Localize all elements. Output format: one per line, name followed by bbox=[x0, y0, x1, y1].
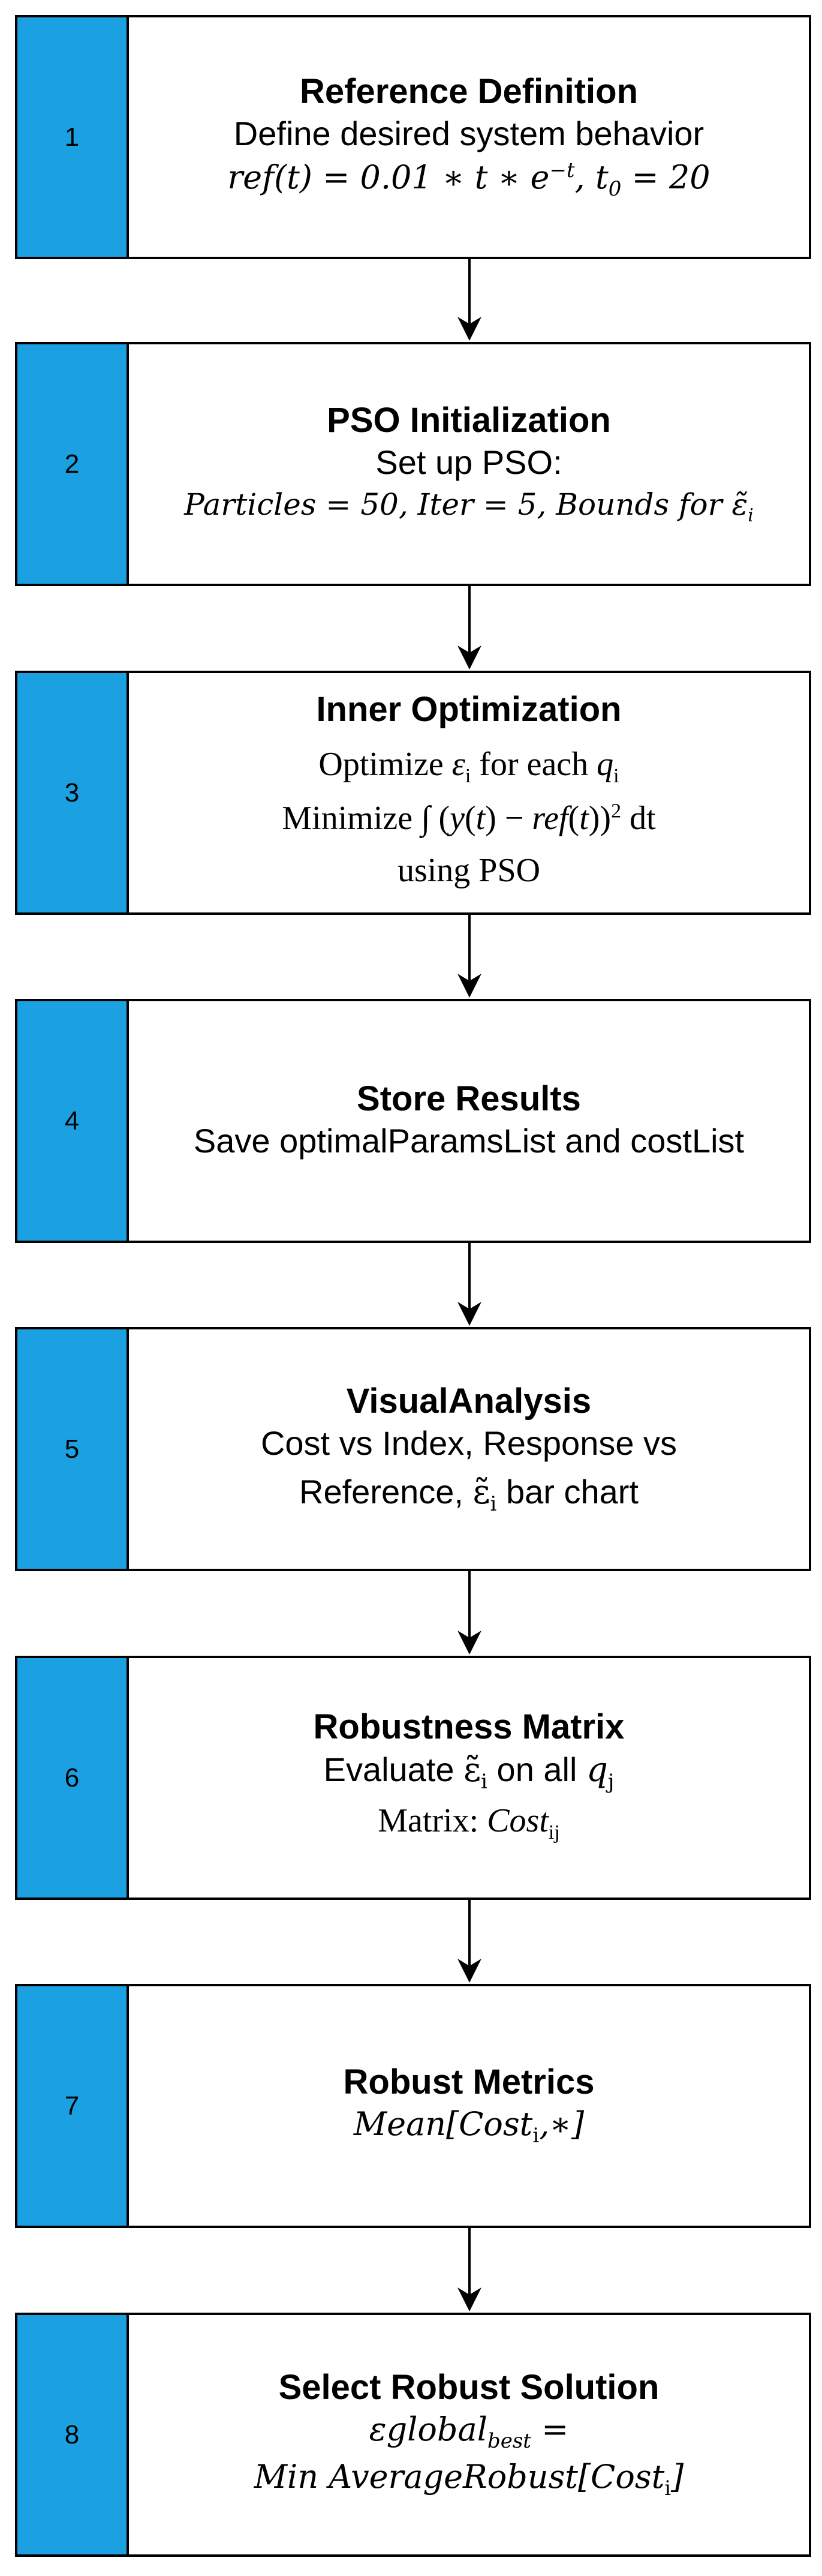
step-title-7: Robust Metrics bbox=[343, 2062, 595, 2101]
step-content-3: Inner Optimization Optimize εi for each … bbox=[129, 673, 809, 912]
step-line-3-2: Minimize ∫ (y(t) − ref(t))2 dt bbox=[282, 799, 656, 837]
step-title-3: Inner Optimization bbox=[316, 689, 622, 729]
step-title-6: Robustness Matrix bbox=[313, 1707, 625, 1747]
step-line-1-1: Define desired system behavior bbox=[233, 114, 704, 152]
step-title-4: Store Results bbox=[357, 1079, 581, 1118]
step-number-6: 6 bbox=[17, 1658, 129, 1898]
step-box-3: 3 Inner Optimization Optimize εi for eac… bbox=[15, 671, 811, 915]
step-box-1: 1 Reference Definition Define desired sy… bbox=[15, 15, 811, 259]
step-line-8-1: εglobalbest = bbox=[369, 2410, 569, 2453]
step-title-8: Select Robust Solution bbox=[278, 2367, 660, 2407]
step-content-1: Reference Definition Define desired syst… bbox=[129, 17, 809, 257]
step-box-8: 8 Select Robust Solution εglobalbest = M… bbox=[15, 2313, 811, 2557]
step-content-5: VisualAnalysis Cost vs Index, Response v… bbox=[129, 1329, 809, 1569]
step-line-5-2: Reference, ε̃i bar chart bbox=[299, 1472, 639, 1517]
step-line-1-2: ref(t) = 0.01 ∗ t ∗ e−t, t0 = 20 bbox=[227, 158, 710, 201]
step-title-2: PSO Initialization bbox=[327, 400, 611, 440]
step-content-6: Robustness Matrix Evaluate ε̃i on all qj… bbox=[129, 1658, 809, 1898]
step-line-8-2: Min AverageRobust[Costi] bbox=[254, 2457, 684, 2500]
step-line-4-1: Save optimalParamsList and costList bbox=[193, 1122, 745, 1160]
step-content-4: Store Results Save optimalParamsList and… bbox=[129, 1001, 809, 1241]
step-content-8: Select Robust Solution εglobalbest = Min… bbox=[129, 2315, 809, 2554]
step-line-6-1: Evaluate ε̃i on all qj bbox=[323, 1750, 615, 1794]
step-content-7: Robust Metrics Mean[Costi,∗] bbox=[129, 1986, 809, 2226]
step-number-7: 7 bbox=[17, 1986, 129, 2226]
step-line-2-2: Particles = 50, Iter = 5, Bounds for ε̃i bbox=[184, 487, 754, 526]
step-number-2: 2 bbox=[17, 344, 129, 584]
step-box-6: 6 Robustness Matrix Evaluate ε̃i on all … bbox=[15, 1656, 811, 1900]
step-number-3: 3 bbox=[17, 673, 129, 912]
step-number-1: 1 bbox=[17, 17, 129, 257]
step-box-5: 5 VisualAnalysis Cost vs Index, Response… bbox=[15, 1327, 811, 1571]
step-number-8: 8 bbox=[17, 2315, 129, 2554]
step-box-4: 4 Store Results Save optimalParamsList a… bbox=[15, 999, 811, 1243]
step-line-3-3: using PSO bbox=[397, 851, 541, 889]
step-line-6-2: Matrix: Costij bbox=[378, 1802, 560, 1844]
step-content-2: PSO Initialization Set up PSO: Particles… bbox=[129, 344, 809, 584]
step-box-2: 2 PSO Initialization Set up PSO: Particl… bbox=[15, 342, 811, 586]
step-title-5: VisualAnalysis bbox=[346, 1381, 592, 1421]
step-line-2-1: Set up PSO: bbox=[375, 443, 562, 482]
step-box-7: 7 Robust Metrics Mean[Costi,∗] bbox=[15, 1984, 811, 2228]
step-line-5-1: Cost vs Index, Response vs bbox=[260, 1424, 678, 1463]
step-number-4: 4 bbox=[17, 1001, 129, 1241]
step-line-3-1: Optimize εi for each qi bbox=[318, 745, 619, 788]
step-title-1: Reference Definition bbox=[300, 71, 638, 111]
step-line-7-1: Mean[Costi,∗] bbox=[353, 2105, 585, 2148]
step-number-5: 5 bbox=[17, 1329, 129, 1569]
